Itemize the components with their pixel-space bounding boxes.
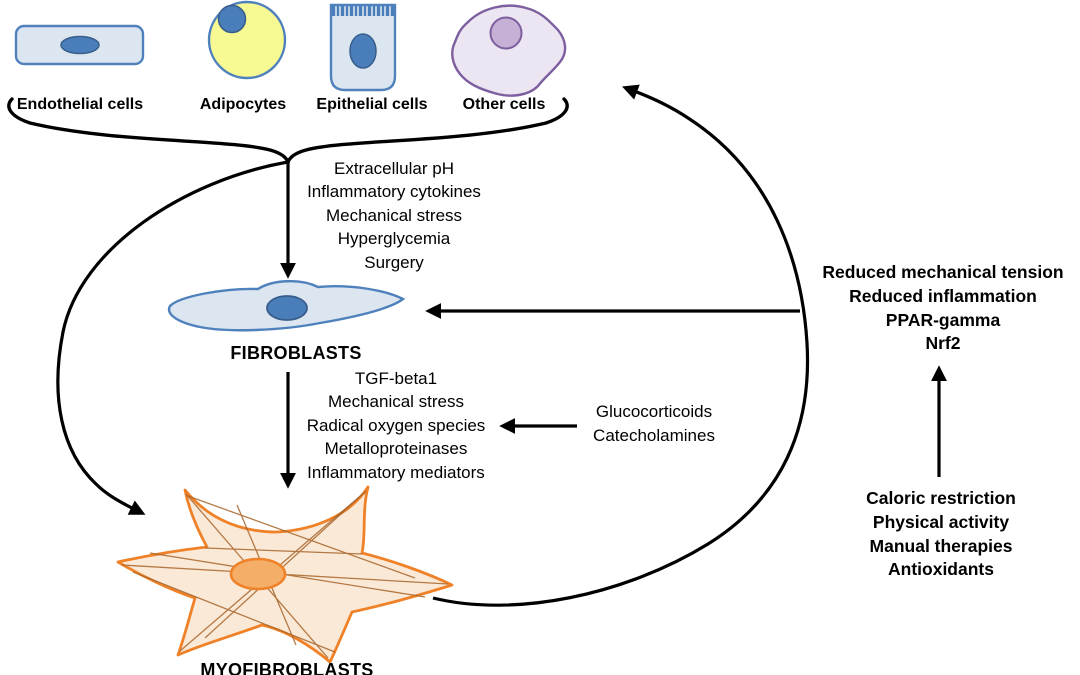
epithelial-cell-icon (329, 3, 397, 92)
other-cells-label: Other cells (462, 96, 546, 113)
curved-arrow-cells-to-myofibroblasts (56, 160, 289, 515)
other-cell-icon (451, 4, 567, 97)
mediator-item: Radical oxygen species (306, 415, 486, 435)
fibroblast-cell-icon (167, 279, 406, 332)
endothelial-cells-label: Endothelial cells (16, 96, 144, 113)
reversal-factors-list: Reduced mechanical tension Reduced infla… (822, 261, 1063, 356)
stimuli-item: Mechanical stress (325, 205, 463, 225)
reversal-item: Reduced mechanical tension (822, 262, 1064, 282)
adipocyte-icon (207, 0, 287, 80)
reversal-item: Nrf2 (925, 333, 961, 354)
hormonal-inputs-list: Glucocorticoids Catecholamines (593, 400, 715, 448)
reversal-item: PPAR-gamma (885, 309, 1001, 330)
endothelial-cell-icon (14, 24, 145, 66)
stimuli-list: Extracellular pH Inflammatory cytokines … (307, 157, 481, 274)
lifestyle-item: Physical activity (872, 511, 1010, 532)
mediator-item: TGF-beta1 (354, 369, 438, 388)
hormonal-item: Glucocorticoids (595, 402, 713, 421)
stimuli-item: Inflammatory cytokines (307, 182, 481, 202)
epithelial-cells-label: Epithelial cells (316, 96, 428, 113)
stimuli-item: Extracellular pH (334, 159, 454, 178)
curved-arrow-myofibroblasts-to-cells (432, 84, 810, 607)
stimuli-item: Surgery (364, 252, 424, 272)
brace (7, 97, 569, 164)
lifestyle-item: Manual therapies (869, 535, 1013, 556)
stimuli-item: Hyperglycemia (337, 229, 451, 249)
reversal-item: Reduced inflammation (849, 285, 1037, 306)
mediator-item: Metalloproteinases (324, 439, 468, 459)
mediators-list: TGF-beta1 Mechanical stress Radical oxyg… (307, 367, 486, 484)
mediator-item: Inflammatory mediators (307, 462, 485, 482)
adipocytes-label: Adipocytes (199, 96, 287, 113)
hormonal-item: Catecholamines (593, 426, 715, 445)
lifestyle-item: Caloric restriction (866, 488, 1016, 508)
fibroblasts-label: FIBROBLASTS (230, 343, 362, 363)
mediator-item: Mechanical stress (327, 392, 465, 412)
lifestyle-item: Antioxidants (888, 559, 994, 580)
myofibroblast-cell-icon (116, 485, 454, 664)
myofibroblasts-label: MYOFIBROBLASTS (200, 660, 374, 675)
lifestyle-interventions-list: Caloric restriction Physical activity Ma… (866, 487, 1016, 582)
